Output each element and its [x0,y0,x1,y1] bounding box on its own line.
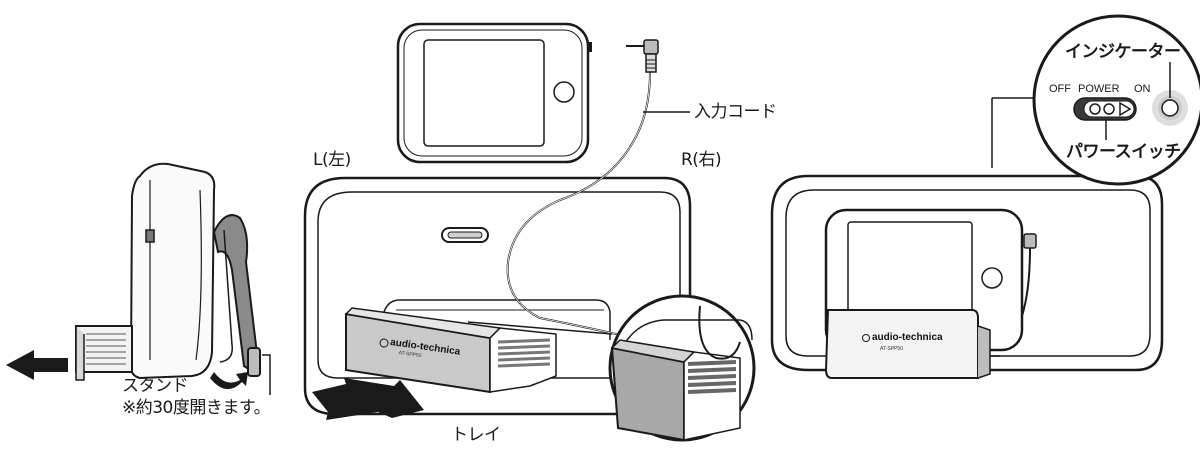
indicator-label: インジケーター [1065,42,1181,62]
switch-off-label: OFF [1049,83,1071,95]
tray-label: トレイ [451,425,501,445]
switch-callout [991,14,1200,186]
stand-foot [247,347,261,377]
rotation-arrow [210,372,248,390]
stand-leader [262,354,271,395]
docked-model: AT-SPP50 [880,346,903,352]
portable-player [396,22,592,164]
right-speaker-label: R(右) [681,150,722,170]
input-cord-label: 入力コード [694,102,777,122]
docked-brand: audio-technica [872,332,943,343]
switch-power-label: POWER [1078,83,1120,95]
player-screen [423,39,545,147]
switch-on-label: ON [1134,83,1151,95]
indicator-led [1161,99,1179,117]
left-speaker-label: L(左) [313,150,351,170]
docked-tray [824,309,979,379]
knob [145,229,155,243]
home-button [553,81,575,103]
power-switch-label: パワースイッチ [1066,142,1181,162]
input-cord [506,39,659,345]
dock-slot [441,227,489,243]
tray-pull-arrow [312,378,424,420]
speaker-side-body [129,162,216,380]
detail-zoom [467,294,756,442]
slide-left-arrow [6,350,68,380]
front-view [303,176,692,416]
stand-label: スタンド [122,376,189,396]
side-view [75,162,261,390]
stand-note: ※約30度開きます。 [122,398,271,418]
docked-view [770,174,1164,379]
